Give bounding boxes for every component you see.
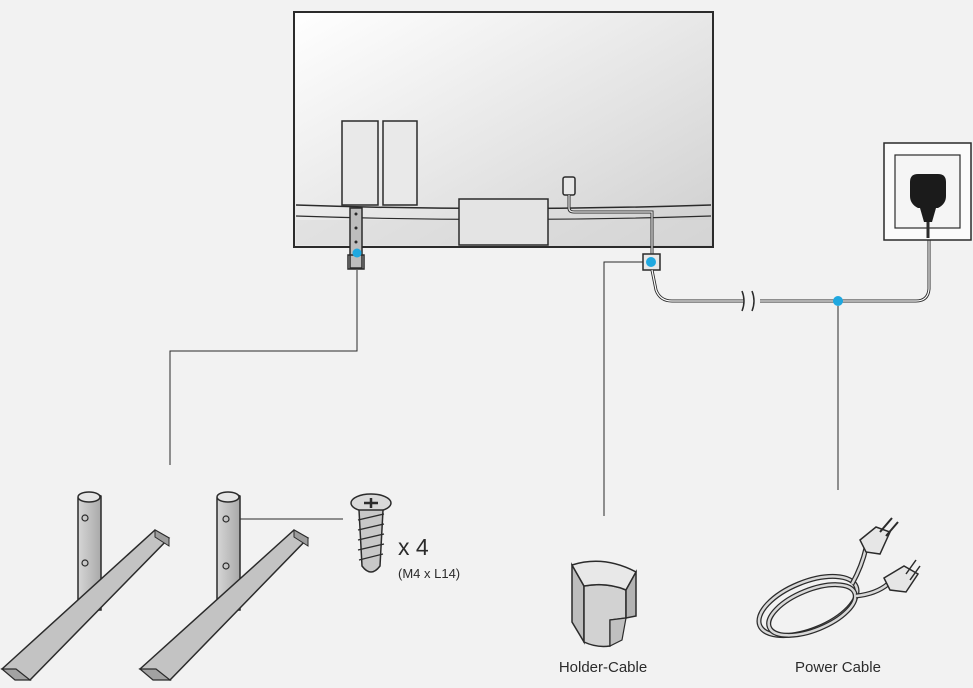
stand-leg-right bbox=[138, 491, 310, 681]
tv-back-ports bbox=[341, 120, 418, 206]
holder-cable-label: Holder-Cable bbox=[559, 659, 647, 676]
cable-break-mark bbox=[741, 290, 755, 312]
power-cable-route bbox=[650, 238, 931, 312]
tv-cable-holder bbox=[642, 253, 661, 271]
cable-plug-upper bbox=[859, 526, 892, 555]
tv-power-inlet bbox=[562, 176, 654, 256]
stand-callout-line bbox=[169, 270, 358, 465]
power-cable-label: Power Cable bbox=[795, 659, 881, 676]
stand-highlight-dot bbox=[352, 248, 362, 258]
wall-outlet bbox=[883, 142, 972, 241]
callout-lines bbox=[169, 261, 839, 520]
power-plug-icon bbox=[910, 174, 946, 208]
holder-highlight-dot bbox=[646, 257, 656, 267]
holder-cable-icon bbox=[570, 560, 638, 648]
tv-stand-column bbox=[347, 207, 365, 270]
power-cable-icon bbox=[756, 517, 921, 639]
screw-icon bbox=[350, 493, 392, 573]
stand-leg-left bbox=[0, 491, 171, 681]
cable-plug-lower bbox=[883, 565, 920, 593]
holder-callout-line bbox=[603, 261, 643, 516]
power-cable-highlight-dot bbox=[833, 296, 843, 306]
screw-count: x 4 bbox=[398, 534, 429, 560]
screw-spec: (M4 x L14) bbox=[398, 566, 460, 581]
